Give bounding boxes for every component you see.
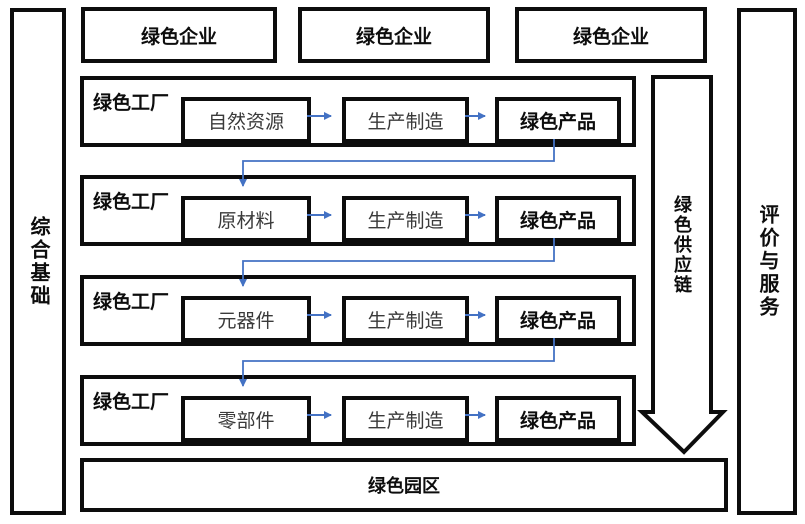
source-label-2: 原材料 xyxy=(217,210,275,232)
factory-label-1: 绿色工厂 xyxy=(93,93,170,114)
factory-label-4: 绿色工厂 xyxy=(93,392,170,413)
supply-chain-arrow xyxy=(637,75,728,455)
source-box-parts: 零部件 xyxy=(181,396,311,442)
enterprise-label-2: 绿色企业 xyxy=(355,26,432,48)
enterprise-box-1: 绿色企业 xyxy=(81,7,277,63)
factory-row-4: 绿色工厂 零部件 生产制造 绿色产品 xyxy=(80,375,636,446)
enterprise-label-1: 绿色企业 xyxy=(140,26,217,48)
source-box-natural-resources: 自然资源 xyxy=(181,97,311,143)
process-label-4: 生产制造 xyxy=(367,410,444,432)
factory-row-3: 绿色工厂 元器件 生产制造 绿色产品 xyxy=(80,275,636,346)
process-label-1: 生产制造 xyxy=(367,111,444,133)
left-bar-label: 综合基础 xyxy=(27,215,49,308)
product-label-1: 绿色产品 xyxy=(519,111,596,133)
process-box-4: 生产制造 xyxy=(342,396,469,442)
product-label-4: 绿色产品 xyxy=(519,410,596,432)
product-box-1: 绿色产品 xyxy=(495,97,621,143)
enterprise-box-2: 绿色企业 xyxy=(298,7,490,63)
product-box-2: 绿色产品 xyxy=(495,196,621,242)
left-bar-comprehensive-foundation: 综合基础 xyxy=(10,8,66,515)
factory-label-2: 绿色工厂 xyxy=(93,192,170,213)
source-box-components: 元器件 xyxy=(181,296,311,342)
process-box-3: 生产制造 xyxy=(342,296,469,342)
right-bar-evaluation-services: 评价与服务 xyxy=(737,8,797,515)
product-box-4: 绿色产品 xyxy=(495,396,621,442)
enterprise-label-3: 绿色企业 xyxy=(572,26,649,48)
product-box-3: 绿色产品 xyxy=(495,296,621,342)
enterprise-box-3: 绿色企业 xyxy=(515,7,707,63)
factory-label-3: 绿色工厂 xyxy=(93,292,170,313)
right-bar-label: 评价与服务 xyxy=(756,204,778,319)
supply-chain-label-wrap: 绿色供应链 xyxy=(653,80,711,410)
supply-chain-label: 绿色供应链 xyxy=(672,195,692,295)
process-box-1: 生产制造 xyxy=(342,97,469,143)
process-label-2: 生产制造 xyxy=(367,210,444,232)
factory-row-2: 绿色工厂 原材料 生产制造 绿色产品 xyxy=(80,175,636,246)
product-label-2: 绿色产品 xyxy=(519,210,596,232)
product-label-3: 绿色产品 xyxy=(519,310,596,332)
process-box-2: 生产制造 xyxy=(342,196,469,242)
green-park-box: 绿色园区 xyxy=(80,458,728,512)
source-box-raw-materials: 原材料 xyxy=(181,196,311,242)
source-label-4: 零部件 xyxy=(217,410,275,432)
process-label-3: 生产制造 xyxy=(367,310,444,332)
source-label-3: 元器件 xyxy=(217,310,275,332)
green-park-label: 绿色园区 xyxy=(368,476,440,496)
source-label-1: 自然资源 xyxy=(207,111,284,133)
factory-row-1: 绿色工厂 自然资源 生产制造 绿色产品 xyxy=(80,76,636,147)
